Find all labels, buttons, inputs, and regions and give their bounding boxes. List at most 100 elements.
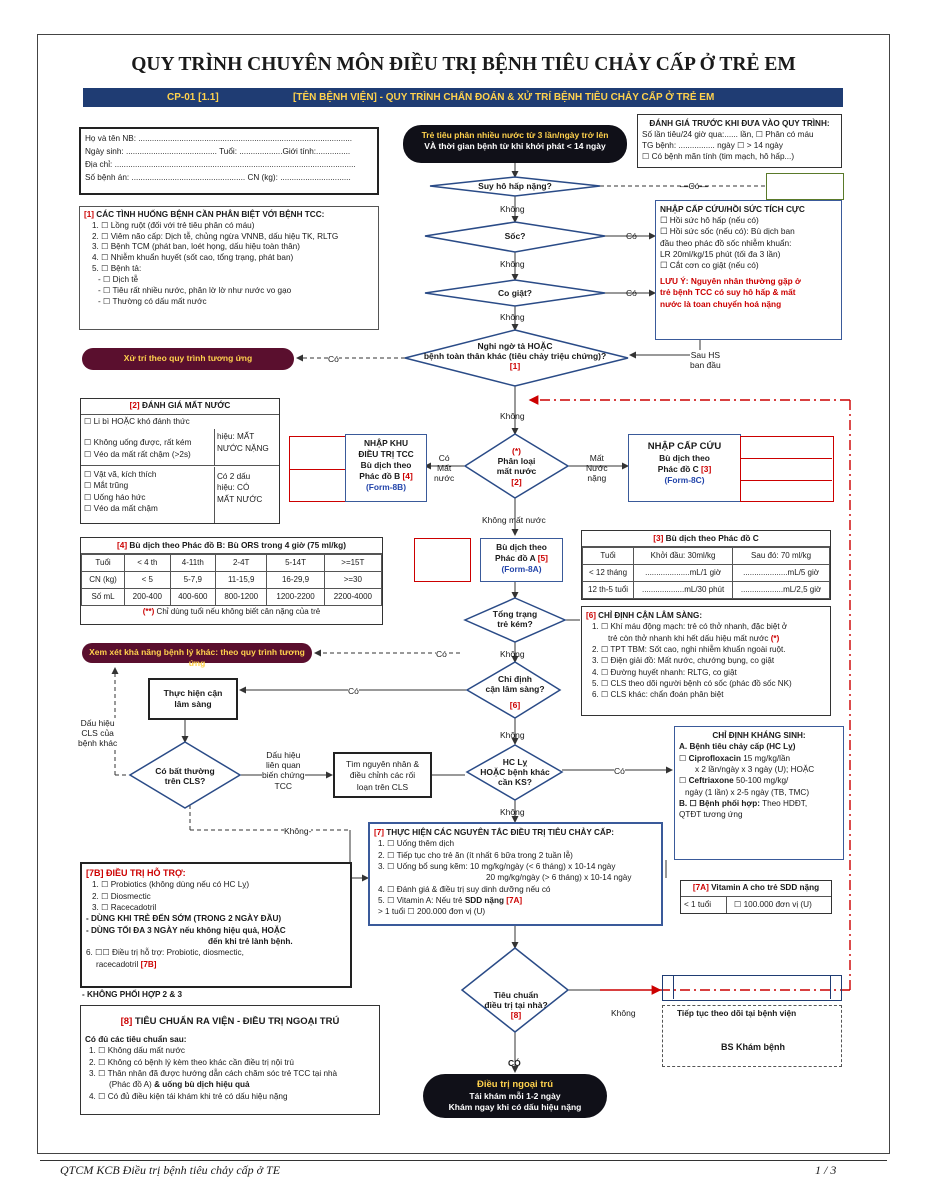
d9-num: [8] [510,1010,522,1021]
patient-dob-line: Ngày sinh: .............................… [85,147,351,157]
d4-num: [1] [509,361,521,372]
tblC-cell: Khởi đầu: 30ml/kg [633,546,734,565]
d7-l3: cần KS? [497,777,532,788]
pre-assessment-box: ĐÁNH GIÁ TRƯỚC KHI ĐƯA VÀO QUY TRÌNH: Số… [637,114,842,168]
princ-item-2: 2. ☐ Tiếp tục cho trẻ ăn (ít nhất 6 bữa … [378,850,573,860]
tblB-cell: >=30 [323,570,382,589]
tblB-num: [4] [116,540,128,550]
discharge-box: [8] TIÊU CHUẨN RA VIỆN - ĐIỀU TRỊ NGOẠI … [80,1005,380,1115]
support-item-4: - DÙNG KHI TRẺ ĐẾN SỚM (TRONG 2 NGÀY ĐẦU… [86,914,282,924]
d7-l1: HC Lỵ [502,757,528,767]
support-item-8n: [7B] [140,959,157,969]
pre-assessment-line3: ☐ Có bệnh mãn tính (tim mạch, hô hấp...) [642,152,795,162]
decision-resp-failure: Suy hô hấp nặng? [478,181,552,191]
wardC-num: [3] [701,464,712,475]
label-have-dehyd: Có Mất nước [434,453,455,484]
classify-l2: mất nước [496,466,537,477]
princ-title: THỰC HIỆN CÁC NGUYÊN TẮC ĐIỀU TRỊ TIÊU C… [384,828,615,837]
wardC-l3: Phác đồ C [657,464,702,475]
wardC-l2: Bù dịch theo [659,453,710,464]
support-item-1: 1. ☐ Probiotics (không dùng nếu có HC Lỵ… [92,880,250,890]
doLab-l1: Thực hiện cận [163,688,223,698]
vitamin-a-box: [7A] Vitamin A cho trẻ SDD nặng < 1 tuổi… [680,880,832,914]
tblB-cell: < 5 [124,570,171,589]
pill-consider-other-disease: Xem xét khả năng bệnh lý khác: theo quy … [82,643,312,668]
d8-l2: trên CLS? [164,776,206,787]
differential-box: [1] CÁC TÌNH HUỐNG BỆNH CẦN PHÂN BIỆT VỚ… [79,206,379,330]
tblC-cell: ...................mL/30 phút [633,580,734,599]
emergency-box: NHẬP CẤP CỨU/HỒI SỨC TÍCH CỰC ☐ Hồi sức … [655,200,842,340]
label-co-6: Có [348,686,359,697]
treatment-principles-box: [7] THỰC HIỆN CÁC NGUYÊN TẮC ĐIỀU TRỊ TI… [368,822,663,926]
support-item-7: 6. ☐☐ Điều trị hỗ trợ: Probiotic, diosme… [86,948,244,958]
label-co-5: Có [436,649,447,660]
diff-item-7: - ☐ Tiêu rất nhiều nước, phân lờ lờ như … [98,285,292,295]
dehyd-a2: ☐ Không uống được, rất kém [84,438,192,448]
tblB-note: Chỉ dùng tuổi nếu không biết cân nặng củ… [154,606,321,616]
page-title: QUY TRÌNH CHUYÊN MÔN ĐIỀU TRỊ BỆNH TIÊU … [131,54,796,75]
tblB-note-star: (**) [142,606,155,616]
tblC-cell: ...................mL/2,5 giờ [732,580,830,599]
classify-star: (*) [512,446,521,456]
dehyd-a1: ☐ Li bì HOẶC khó đánh thức [84,417,190,426]
pre-assessment-line2: TG bệnh: ................ ngày ☐ > 14 ng… [642,141,783,151]
dehyd-br1: Có 2 dấu [217,472,251,481]
decision-cholera: Nghi ngờ tả HOẶC bệnh toàn thân khác (ti… [410,341,620,372]
decision-classify: (*) Phân loại mất nước [2] [465,446,568,487]
label-lab-other: Dấu hiệu CLS của bệnh khác [78,718,118,749]
label-co-7: Có [614,766,625,777]
antibiotics-box: CHỈ ĐỊNH KHÁNG SINH: A. Bệnh tiêu chảy c… [674,726,844,860]
diff-item-4: 4. ☐ Nhiễm khuẩn huyết (sốt cao, tổng tr… [92,253,294,263]
support-title: [7B] ĐIỀU TRỊ HỖ TRỢ: [86,868,186,878]
support-item-6: đến khi trẻ lành bệnh. [208,936,293,946]
tblC-cell: ....................mL/1 giờ [633,563,734,582]
discharge-num: [8] [120,1016,133,1027]
dehyd-a3: ☐ Véo da mất rất chậm (>2s) [84,449,191,459]
diff-title: CÁC TÌNH HUỐNG BỆNH CẦN PHÂN BIỆT VỚI BỆ… [94,210,325,219]
label-co-up: CÓ [508,1058,521,1068]
wardC-form: (Form-8C) [664,475,705,486]
tblC-cell: ....................mL/5 giờ [732,563,830,582]
label-co-4: Có [328,354,339,365]
outpt-l3: Khám ngay khi có dấu hiệu nặng [448,1102,582,1113]
tblB-cell: 1200-2200 [266,587,325,606]
plan-b-table-box: [4] Bù dịch theo Phác đồ B: Bù ORS trong… [80,537,383,625]
lab-item-3: 3. ☐ Điện giải đồ: Mất nước, chướng bụng… [592,656,775,666]
emergency-item-4: LR 20ml/kg/15 phút (tối đa 3 lần) [660,248,781,259]
abx-ceftri-dose2: ngày (1 lần) x 2-5 ngày (TB, TMC) [685,787,810,797]
cause-l3: loạn trên CLS [356,781,409,792]
d4-line2: bệnh toàn thân khác (tiêu chảy triệu chứ… [423,351,607,362]
dehyd-br2: hiệu: CÓ [217,483,250,493]
princ-item-5b: SDD nặng [464,895,504,905]
d8-l1: Có bất thường [155,766,215,776]
support-item-8: racecadotril [96,959,141,969]
lab-item-2: 2. ☐ TPT TBM: Sốt cao, nghi nhiễm khuẩn … [592,644,786,654]
decision-seizure: Co giật? [498,288,532,298]
diff-item-5: 5. ☐ Bệnh tả: [92,264,142,274]
tblB-cell: Số mL [81,587,126,606]
princ-item-3b: 20 mg/kg/ngày (> 6 tháng) x 10-14 ngày [486,873,632,883]
header-banner: CP-01 [1.1] [TÊN BỆNH VIỆN] - QUY TRÌNH … [83,88,843,107]
d5-l1: Tổng trạng [492,609,538,619]
label-khong-7: Không- [284,826,312,837]
tblB-cell: 16-29,9 [266,570,325,589]
support-no-combine: - KHÔNG PHỐI HỢP 2 & 3 [82,990,183,999]
planA-form: (Form-8A) [501,563,542,574]
vitA-dose: ☐ 100.000 đơn vị (U) [734,900,812,909]
wardB-num: [4] [402,470,413,481]
abx-combo-text: Theo HDĐT, [759,798,808,808]
patient-info-box: Họ và tên NB: ..........................… [79,127,379,195]
label-khong-2: Không [500,259,525,269]
abx-cipro-dose2: x 2 lần/ngày x 3 ngày (U); HOẶC [695,764,815,774]
classify-num: [2] [511,476,522,487]
abx-ceftri-dose: 50-100 mg/kg/ [733,776,789,786]
label-severe-dehyd: Mất Nước nặng [586,453,608,484]
emergency-note-2: trẻ bệnh TCC có suy hô hấp & mất [660,287,796,298]
supportive-box: [7B] ĐIỀU TRỊ HỖ TRỢ: 1. ☐ Probiotics (k… [80,862,352,988]
outpt-l1: Điều trị ngoại trú [477,1079,553,1090]
tblB-cell: >=15T [323,553,382,572]
tblC-cell: Sau đó: 70 ml/kg [732,546,830,565]
